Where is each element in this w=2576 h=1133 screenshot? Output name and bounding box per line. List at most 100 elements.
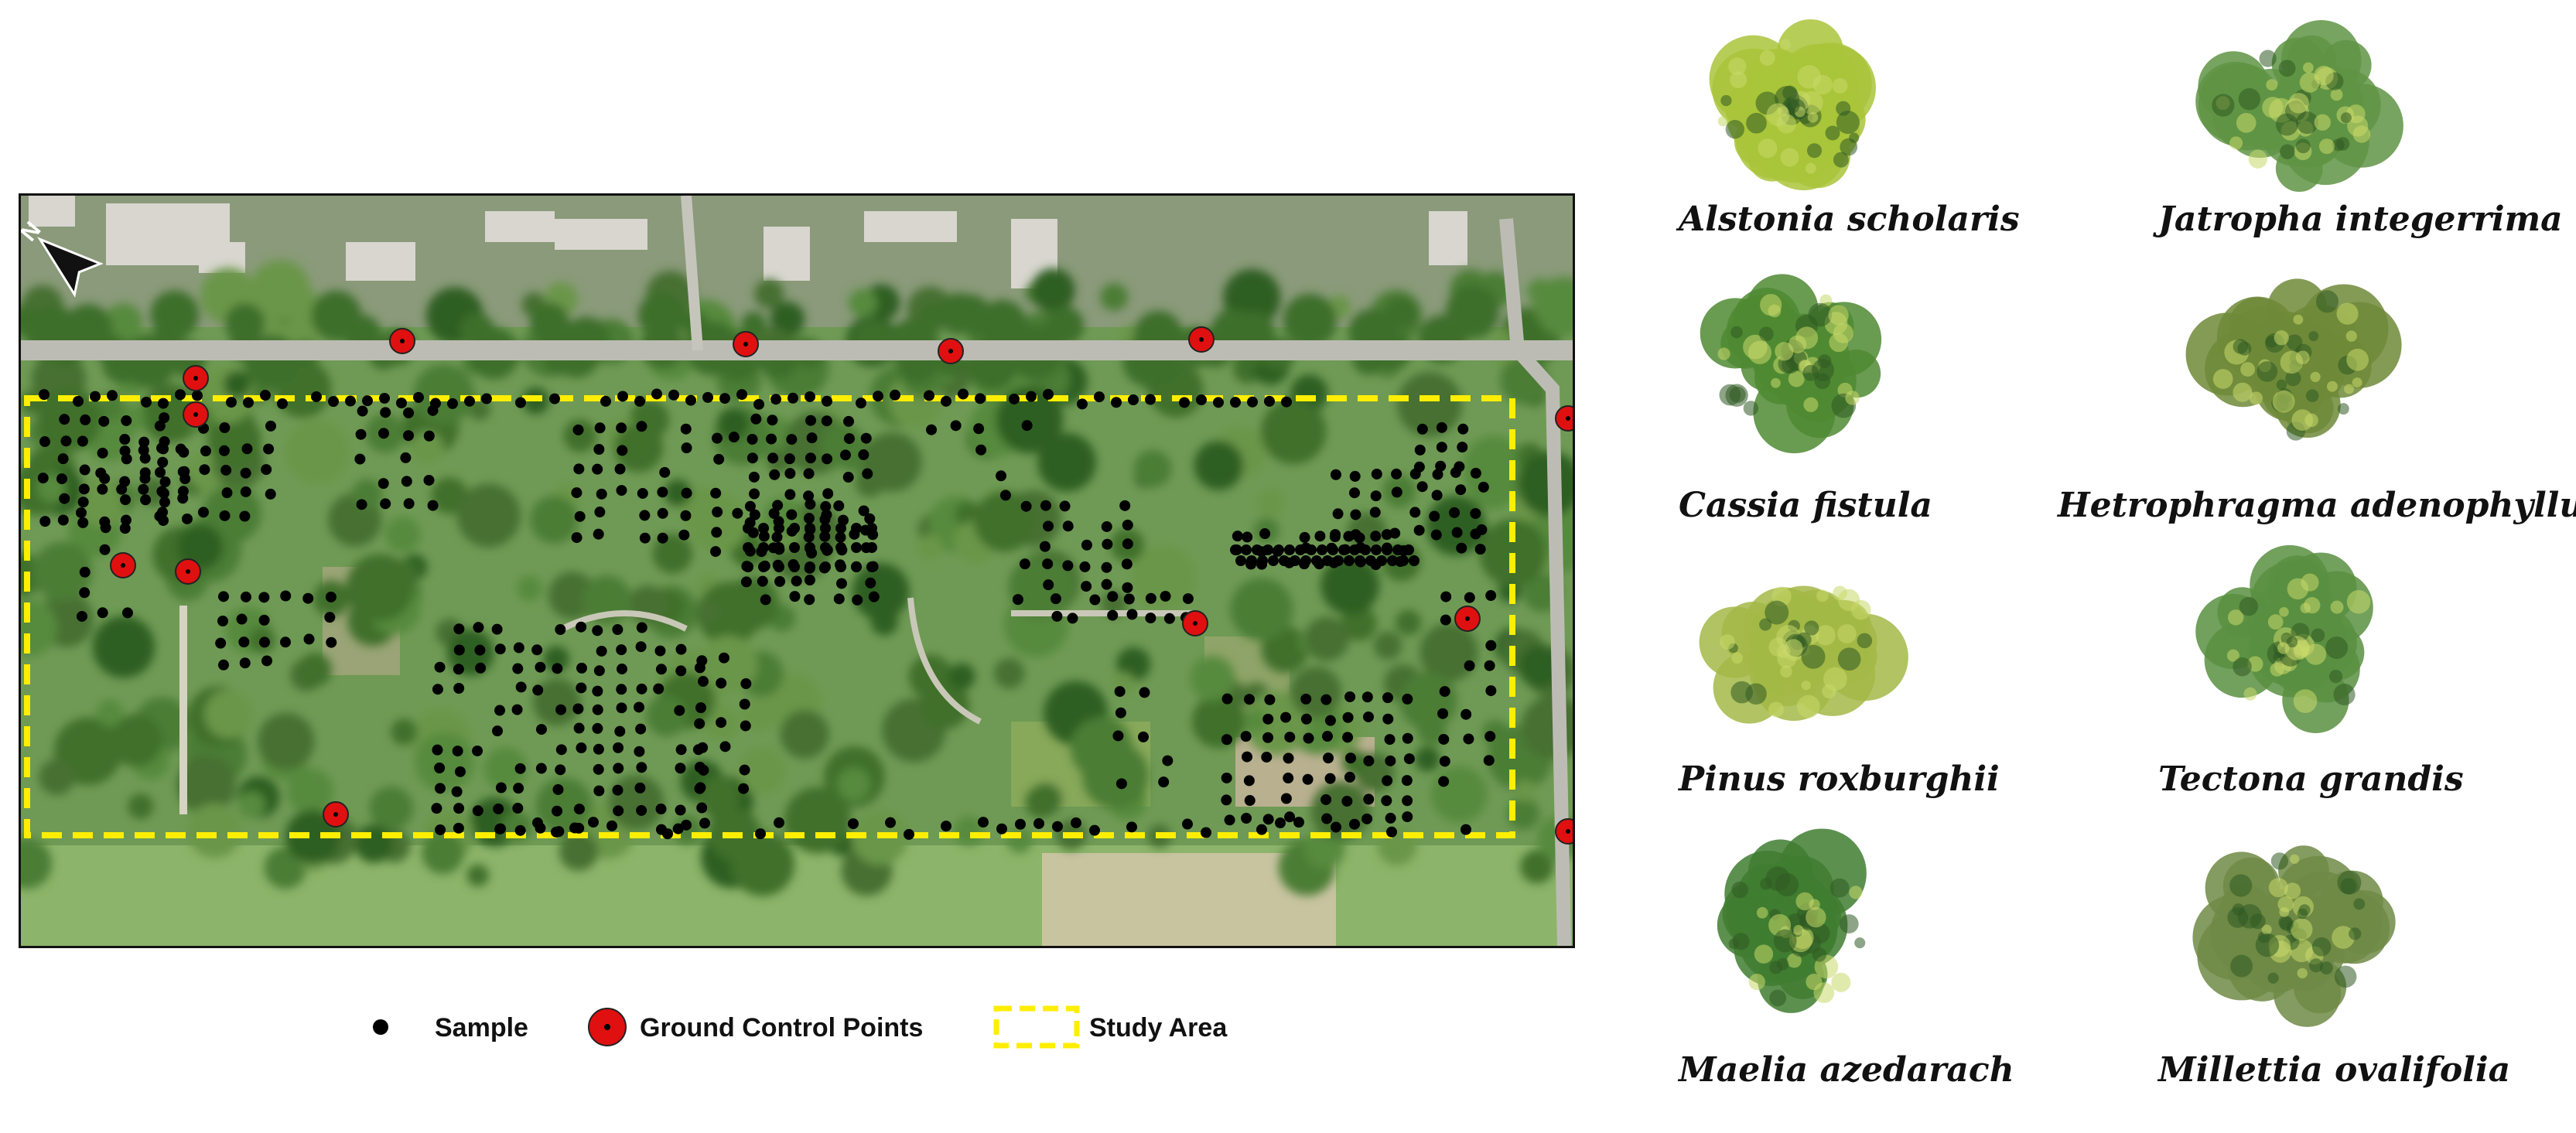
sample-point (219, 510, 231, 521)
sample-point (1451, 527, 1463, 538)
sample-point (1402, 811, 1413, 823)
sample-point (1295, 544, 1306, 555)
sample-point (774, 817, 784, 828)
sample-point (1261, 751, 1273, 763)
sample-point (1437, 708, 1449, 719)
sample-point (822, 395, 832, 407)
tree-blob (187, 803, 242, 858)
tree-blob (1479, 519, 1547, 587)
sample-point (217, 591, 229, 602)
sample-point (243, 397, 254, 408)
sample-point (200, 445, 211, 457)
sample-point (873, 391, 883, 402)
sample-point (681, 442, 692, 454)
sample-point (215, 637, 227, 649)
sample-point (1300, 713, 1312, 725)
sample-point (675, 763, 686, 774)
sample-point (744, 500, 756, 512)
sample-point (739, 764, 750, 776)
sample-point (681, 487, 692, 499)
sample-point (612, 784, 624, 796)
sample-point (1402, 795, 1413, 807)
sample-point (866, 542, 877, 553)
sample-point (651, 388, 662, 400)
sample-point (612, 624, 624, 636)
sample-point (473, 622, 484, 633)
sample-point (78, 483, 90, 495)
sample-point (119, 434, 131, 445)
sample-point (786, 509, 798, 520)
sample-point (140, 494, 152, 506)
sample-point (958, 388, 969, 400)
tree-blob (1030, 268, 1075, 312)
sample-point (324, 612, 336, 623)
sample-point (1081, 539, 1092, 551)
sample-point (1021, 420, 1033, 432)
sample-point (1020, 500, 1032, 512)
sample-point (362, 395, 373, 407)
sample-point (572, 703, 584, 715)
sample-point (453, 822, 464, 834)
sample-point (1123, 593, 1135, 605)
sample-point (1376, 555, 1387, 566)
species-name: Tectona grandis (2158, 759, 2464, 799)
sample-point (675, 744, 687, 756)
tree-blob (716, 408, 750, 440)
tree-blob (1533, 276, 1573, 336)
sample-point (732, 507, 743, 519)
sample-point (532, 684, 544, 696)
sample-point (767, 415, 778, 426)
sample-point (1387, 555, 1398, 566)
sample-point (766, 433, 777, 445)
tree-crown-icon (1709, 19, 1876, 191)
sample-point (804, 575, 815, 586)
sample-point (159, 476, 171, 488)
sample-point (39, 436, 51, 448)
tree-blob (1396, 609, 1422, 636)
sample-point (1280, 793, 1292, 804)
sample-point (1221, 772, 1232, 783)
sample-point (1392, 544, 1403, 555)
tree-blob (652, 534, 692, 574)
sample-point (1121, 558, 1133, 570)
sample-point (819, 531, 831, 542)
tree-blob (917, 534, 943, 561)
sample-point (1432, 469, 1443, 480)
tree-blob (1191, 694, 1246, 749)
tree-blob (39, 759, 75, 795)
sample-point (805, 542, 815, 553)
sample-point (303, 633, 315, 645)
sample-point (154, 510, 166, 522)
sample-point (613, 742, 624, 753)
sample-point (1062, 520, 1074, 532)
sample-point (1201, 827, 1211, 838)
sample-point (1363, 755, 1375, 766)
sample-point (1196, 394, 1207, 406)
sample-point (513, 783, 524, 794)
sample-point (1385, 755, 1396, 766)
sample-point (1279, 555, 1290, 566)
sample-point (786, 434, 798, 445)
sample-point (852, 594, 863, 606)
sample-point (1243, 775, 1255, 787)
sample-point (1259, 528, 1271, 540)
sample-point (1363, 793, 1375, 805)
aerial-map: N (19, 193, 1575, 948)
gcp-marker (1182, 610, 1208, 636)
sample-point (1043, 388, 1054, 400)
sample-point (1122, 519, 1133, 531)
sample-point (427, 404, 439, 416)
tree-blob (637, 292, 685, 339)
sample-point (175, 389, 186, 401)
sample-point (277, 398, 288, 409)
tree-blob (726, 576, 779, 630)
sample-point (1484, 731, 1496, 742)
sample-point (90, 391, 101, 402)
sample-point (571, 487, 583, 499)
sample-point (746, 452, 758, 464)
sample-point (492, 725, 504, 737)
tree-blob (237, 791, 265, 819)
sample-point (719, 741, 731, 752)
tree-blob (298, 653, 332, 687)
sample-point (325, 591, 337, 602)
